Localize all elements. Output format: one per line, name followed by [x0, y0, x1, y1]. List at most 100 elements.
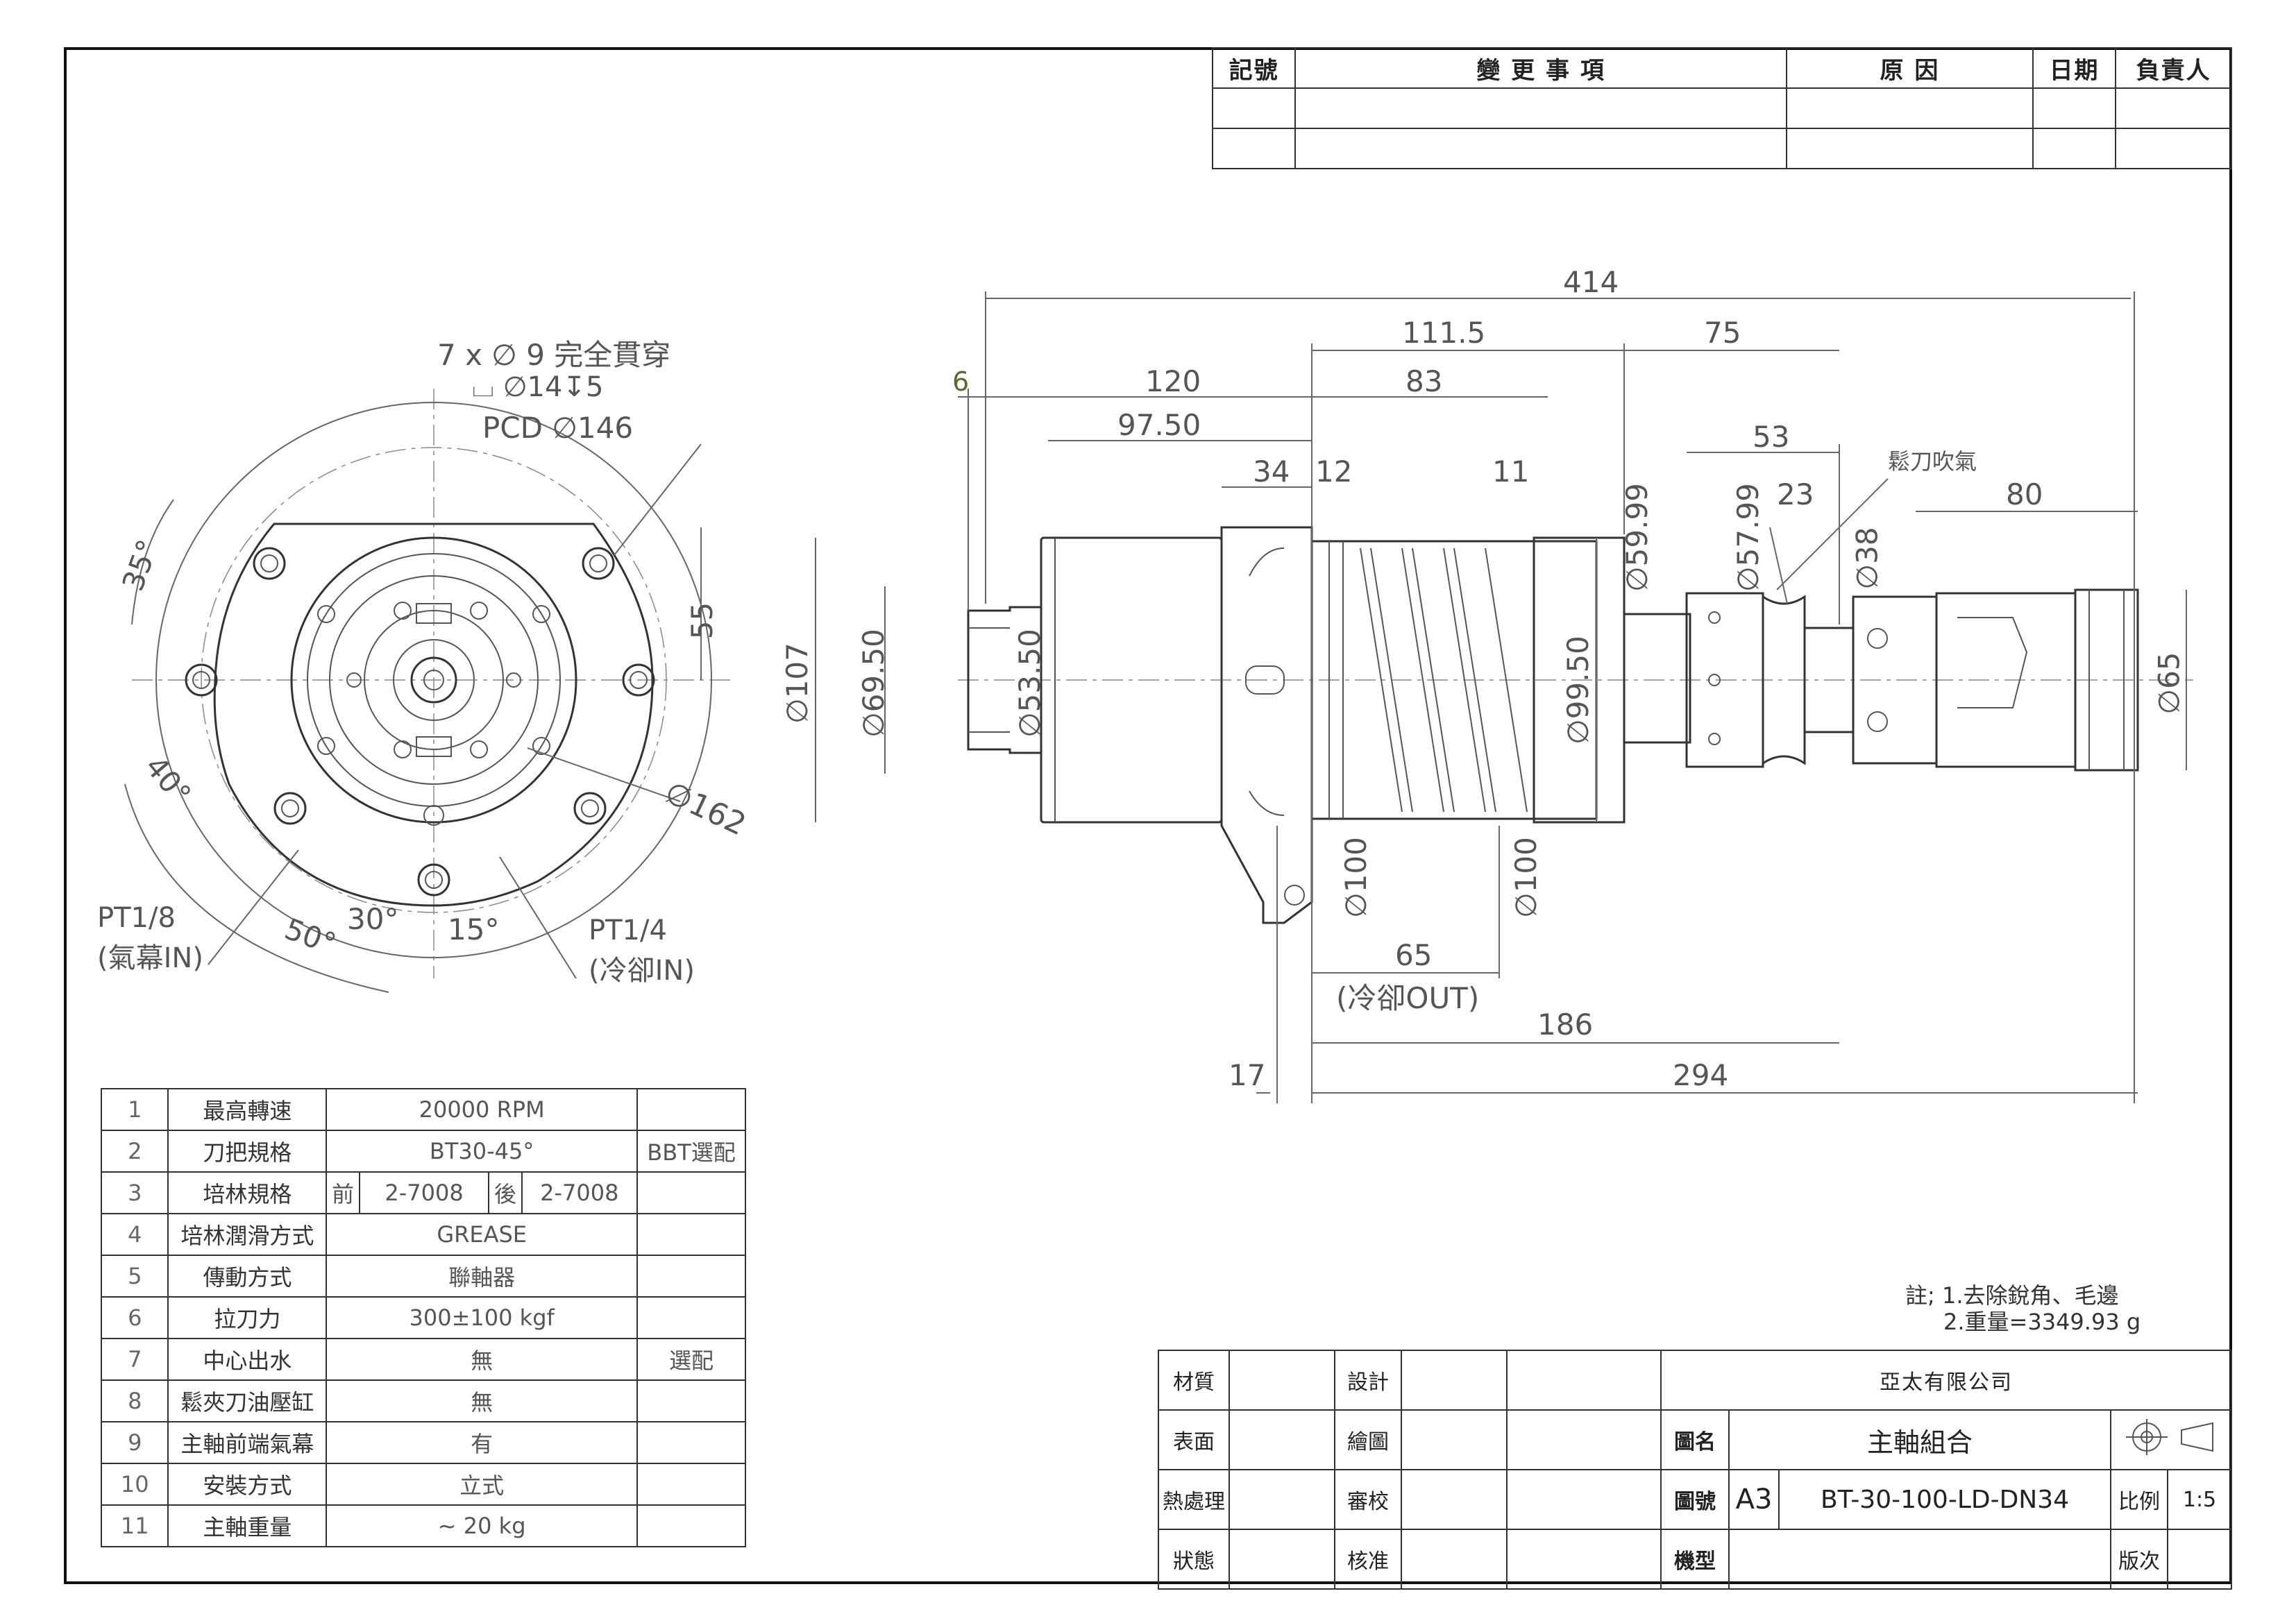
tb-heat-label: 熱處理	[1158, 1469, 1230, 1530]
pt18-label: PT1/8	[97, 902, 176, 934]
dia-65: ∅65	[2152, 652, 2186, 715]
pt14-label: PT1/4	[589, 915, 667, 946]
spec-item: 刀把規格	[167, 1130, 328, 1173]
spec-note	[636, 1213, 747, 1256]
spec-no: 4	[100, 1213, 169, 1256]
dia-69-50: ∅69.50	[856, 629, 890, 738]
revision-table: 記號 變 更 事 項 原 因 日期 負責人	[1211, 47, 2232, 169]
tb-version-label: 版次	[2110, 1529, 2168, 1590]
spec-item: 主軸重量	[167, 1504, 328, 1547]
dia-59-99: ∅59.99	[1619, 483, 1654, 592]
spec-value: 有	[326, 1421, 638, 1464]
pt18-sub-label: (氣幕IN)	[97, 942, 203, 974]
rev-header-change: 變 更 事 項	[1294, 47, 1787, 89]
tb-number-value: BT-30-100-LD-DN34	[1778, 1469, 2111, 1530]
tb-state-label: 狀態	[1158, 1529, 1230, 1590]
spec-rear-label: 後	[488, 1171, 523, 1214]
front-view	[124, 389, 736, 993]
tb-surface-label: 表面	[1158, 1409, 1230, 1470]
coolant-out-label: (冷卻OUT)	[1336, 981, 1480, 1015]
spec-no: 7	[100, 1338, 169, 1381]
rev-header-mark: 記號	[1211, 47, 1297, 89]
spec-front: 2-7008	[358, 1171, 490, 1214]
dim-414: 414	[1563, 265, 1619, 299]
spec-note	[636, 1088, 747, 1131]
spec-note	[636, 1379, 747, 1422]
tb-scale-label: 比例	[2110, 1469, 2168, 1530]
pt14-sub-label: (冷卻IN)	[589, 955, 695, 987]
dim-186: 186	[1537, 1008, 1594, 1042]
angle-30-label: 30°	[347, 902, 399, 936]
spec-no: 2	[100, 1130, 169, 1173]
spec-front-label: 前	[326, 1171, 360, 1214]
spec-no: 5	[100, 1255, 169, 1298]
tb-company: 亞太有限公司	[1660, 1350, 2232, 1410]
dim-111-5: 111.5	[1402, 316, 1486, 350]
dim-65: 65	[1395, 938, 1433, 972]
spec-note	[636, 1296, 747, 1339]
dia-38: ∅38	[1850, 527, 1884, 590]
spec-value: 300±100 kgf	[326, 1296, 638, 1339]
spec-note	[636, 1421, 747, 1464]
tb-scale-value: 1:5	[2167, 1469, 2232, 1530]
dia-57-99: ∅57.99	[1730, 483, 1765, 592]
dim-83: 83	[1406, 364, 1443, 398]
dim-11: 11	[1492, 454, 1530, 488]
note-line-2: 2.重量=3349.93 g	[1943, 1309, 2141, 1335]
spec-value: 無	[326, 1338, 638, 1381]
spec-note	[636, 1504, 747, 1547]
holes-callout: 7 x ∅ 9 完全貫穿	[437, 338, 671, 372]
spec-item: 最高轉速	[167, 1088, 328, 1131]
rev-header-reason: 原 因	[1785, 47, 2034, 89]
dia-53-50: ∅53.50	[1012, 629, 1047, 738]
tb-number-label: 圖號	[1660, 1469, 1730, 1530]
tb-projection-symbol	[2110, 1409, 2232, 1470]
dim-17: 17	[1229, 1058, 1266, 1092]
tb-material-label: 材質	[1158, 1350, 1230, 1411]
dim-97-50: 97.50	[1117, 408, 1201, 442]
spec-item: 主軸前端氣幕	[167, 1421, 328, 1464]
spec-item: 傳動方式	[167, 1255, 328, 1298]
dia-99-50: ∅99.50	[1560, 636, 1595, 745]
spec-no: 10	[100, 1463, 169, 1506]
spec-item: 安裝方式	[167, 1463, 328, 1506]
tb-draw-label: 繪圖	[1334, 1409, 1402, 1470]
spec-note: 選配	[636, 1338, 747, 1381]
projection-icon	[2126, 1419, 2213, 1455]
spec-no: 9	[100, 1421, 169, 1464]
spec-value: GREASE	[326, 1213, 638, 1256]
spec-no: 1	[100, 1088, 169, 1131]
spec-no: 8	[100, 1379, 169, 1422]
spec-value: 聯軸器	[326, 1255, 638, 1298]
title-block: 材質 設計 亞太有限公司 表面 繪圖 圖名 主軸組合 熱處理 審校 圖號	[1158, 1350, 2232, 1590]
tb-sheet-size: A3	[1728, 1469, 1780, 1530]
spec-no: 3	[100, 1171, 169, 1214]
dim-23: 23	[1777, 477, 1814, 511]
dim-294: 294	[1673, 1058, 1729, 1092]
pcd-callout: PCD ∅146	[482, 411, 634, 445]
spec-note	[636, 1255, 747, 1298]
rev-header-owner: 負責人	[2115, 47, 2232, 89]
air-blow-label: 鬆刀吹氣	[1888, 448, 1977, 475]
dim-55-label: 55	[685, 602, 720, 640]
tb-review-label: 審校	[1334, 1469, 1402, 1530]
tb-approve-label: 核准	[1334, 1529, 1402, 1590]
counterbore-callout: ⌴ ∅14↧5	[472, 371, 604, 403]
tb-name-value: 主軸組合	[1728, 1409, 2111, 1470]
tb-model-label: 機型	[1660, 1529, 1730, 1590]
angle-15-label: 15°	[448, 912, 500, 946]
dim-53: 53	[1753, 420, 1790, 454]
spec-value: ~ 20 kg	[326, 1504, 638, 1547]
spec-item: 培林潤滑方式	[167, 1213, 328, 1256]
dim-12: 12	[1315, 454, 1353, 488]
